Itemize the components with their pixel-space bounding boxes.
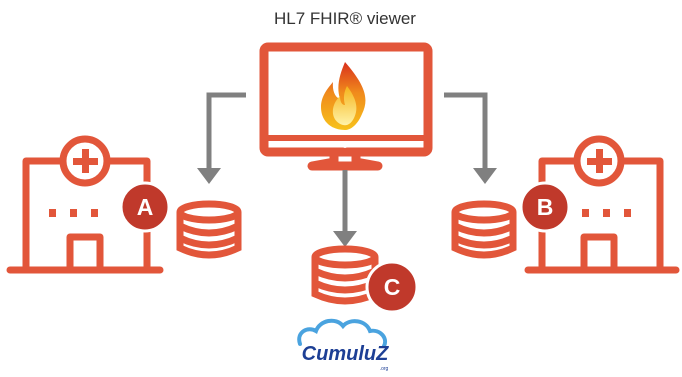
monitor-power-dot: [342, 142, 348, 148]
hospital-b-badge: B: [519, 181, 571, 233]
database-icon: [311, 245, 379, 305]
svg-text:CumuluZ: CumuluZ: [302, 343, 389, 365]
svg-text:C: C: [384, 274, 401, 300]
hospital-a-badge: A: [119, 181, 171, 233]
hospital-icon: [6, 135, 164, 274]
cloud-db-badge: C: [365, 260, 419, 314]
hospital-icon: [524, 135, 680, 274]
hospital-b-cross: [587, 149, 612, 173]
cumuluz-logo: CumuluZ .org: [297, 318, 389, 372]
arrow-to-hospital-b: [444, 92, 497, 184]
svg-text:A: A: [137, 194, 154, 220]
svg-text:B: B: [537, 194, 554, 220]
monitor-icon: [259, 42, 433, 171]
database-icon: [176, 200, 242, 259]
hospital-b-windows: [582, 209, 631, 217]
database-icon: [451, 200, 517, 259]
arrow-to-cloud-db: [333, 170, 357, 247]
diagram-title: HL7 FHIR® viewer: [274, 9, 416, 28]
arrow-to-hospital-a: [197, 92, 246, 184]
hospital-a-cross: [73, 149, 98, 173]
cloud-icon: [297, 318, 387, 348]
svg-text:.org: .org: [380, 366, 389, 372]
hospital-a-windows: [49, 209, 98, 217]
flame-icon: [321, 62, 366, 130]
